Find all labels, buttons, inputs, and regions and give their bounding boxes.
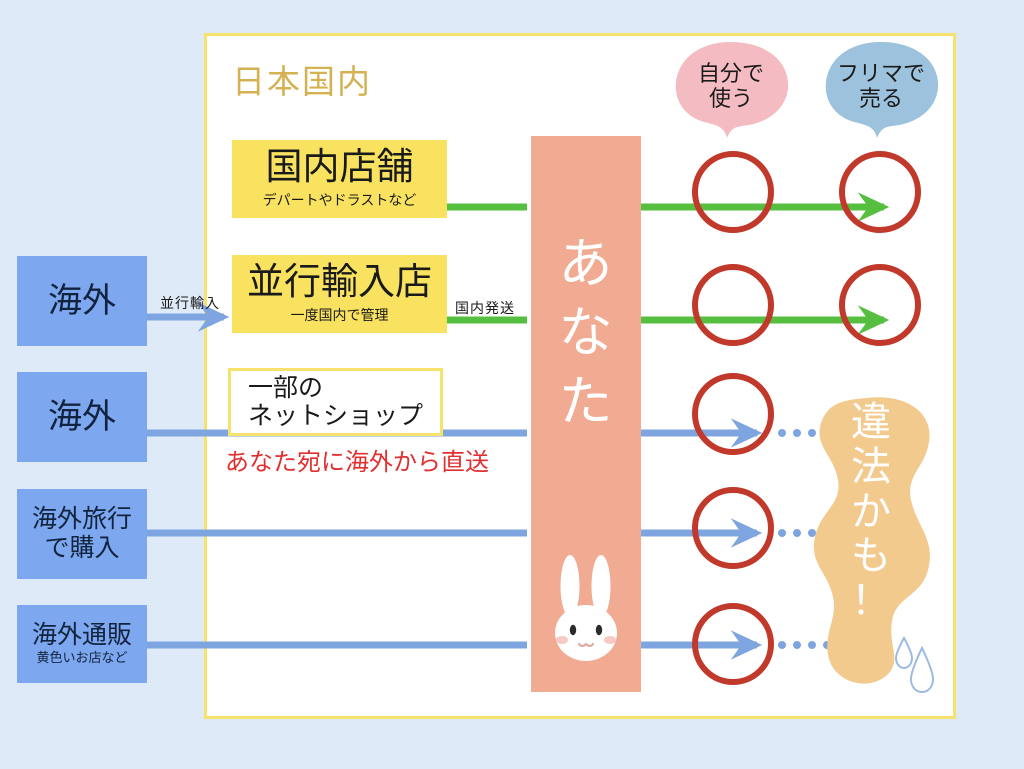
route-box-online-shop[interactable]: 一部の ネットショップ — [228, 368, 443, 436]
you-label: あ な た — [531, 230, 641, 437]
blob-sell-flea-market — [825, 42, 939, 138]
source-title-line-1: 海外旅行 — [31, 504, 132, 533]
source-title: 海外 — [48, 281, 116, 320]
source-box-overseas-travel[interactable]: 海外旅行 で購入 — [17, 489, 147, 579]
route-box-parallel-import-shop[interactable]: 並行輸入店 一度国内で管理 — [232, 255, 447, 333]
source-title-line-2: で購入 — [44, 534, 120, 562]
outcome-label-line-2: 使う — [708, 85, 753, 111]
source-box-overseas-1[interactable]: 海外 — [17, 256, 147, 346]
sweat-drops-icon — [894, 635, 935, 694]
edge-label-parallel-import: 並行輸入 — [160, 295, 220, 311]
route-title-line-2: ネットショップ — [247, 402, 423, 430]
source-box-overseas-2[interactable]: 海外 — [17, 372, 147, 462]
source-subtitle: 黄色いお店など — [36, 650, 128, 666]
flow-row-5 — [147, 630, 831, 660]
route-subtitle: デパートやドラストなど — [262, 191, 417, 208]
flow-row-4 — [147, 518, 831, 548]
you-column — [531, 136, 641, 692]
blob-use-yourself — [675, 42, 789, 138]
warning-char-5: ！ — [851, 579, 891, 624]
outcome-circles-sell — [839, 151, 921, 346]
you-char-1: あ — [558, 234, 614, 294]
outcome-circles-use-yourself — [692, 151, 774, 685]
dotted-link-row-5 — [778, 641, 831, 649]
warning-char-4: も — [851, 534, 891, 579]
source-title: 海外 — [48, 397, 116, 436]
warning-char-1: 違 — [851, 400, 891, 444]
outcome-label-use-yourself: 自分で 使う — [676, 61, 786, 111]
route-title: 国内店舗 — [265, 146, 414, 188]
illegal-warning-blob — [813, 397, 930, 684]
route-note-direct-shipping: あなた宛に海外から直送 — [225, 449, 489, 476]
route-box-domestic-store[interactable]: 国内店舗 デパートやドラストなど — [232, 140, 447, 218]
source-title: 海外通販 — [31, 621, 132, 650]
edge-label-domestic-shipping: 国内発送 — [455, 300, 515, 316]
you-char-3: た — [558, 372, 614, 433]
warning-char-2: 法 — [851, 444, 891, 489]
outcome-label-line-1: 自分で — [697, 61, 764, 86]
outcome-label-line-2: 売る — [858, 85, 903, 111]
illegal-warning-label: 違 法 か も ！ — [838, 400, 904, 624]
you-char-2: な — [558, 303, 614, 364]
outcome-label-sell: フリマで 売る — [826, 61, 936, 111]
rabbit-icon — [555, 555, 617, 661]
route-title-line-1: 一部の — [247, 374, 323, 402]
warning-char-3: か — [851, 489, 891, 534]
route-title: 並行輸入店 — [247, 261, 432, 303]
route-subtitle: 一度国内で管理 — [290, 306, 389, 323]
source-box-overseas-mail-order[interactable]: 海外通販 黄色いお店など — [17, 605, 147, 683]
outcome-label-line-1: フリマで — [836, 61, 925, 86]
japan-domestic-title: 日本国内 — [232, 63, 372, 100]
